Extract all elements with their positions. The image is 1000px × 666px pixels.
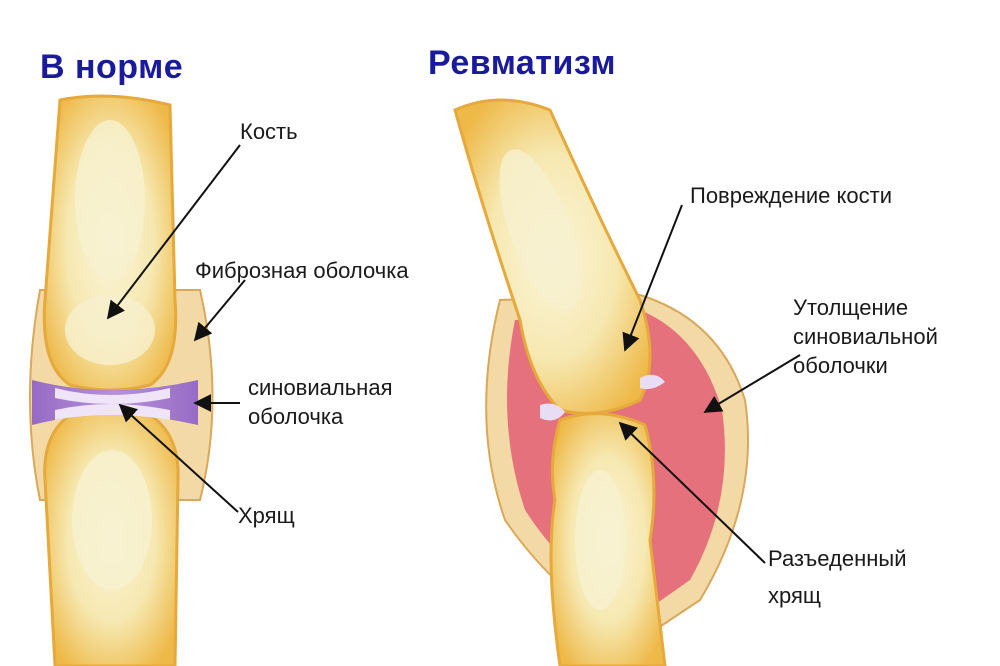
arrow-bone-damage — [622, 204, 683, 352]
label-synovial-1: синовиальная — [248, 375, 393, 400]
label-synovial-2: оболочка — [248, 404, 344, 429]
title-normal: В норме — [40, 48, 184, 86]
title-rheumatism: Ревматизм — [428, 44, 617, 82]
arrow-cartilage — [118, 403, 239, 513]
arrow-bone — [106, 144, 241, 320]
normal-joint — [29, 94, 214, 666]
arrow-eroded-cartilage — [618, 421, 766, 564]
label-thickening-3: оболочки — [793, 353, 888, 378]
label-thickening-2: синовиальной — [793, 324, 938, 349]
arrow-fibrous — [193, 279, 246, 342]
rheumatic-joint — [453, 98, 749, 666]
label-bone: Кость — [240, 119, 298, 144]
label-eroded-2: хрящ — [768, 583, 822, 608]
label-eroded-1: Разъеденный — [768, 546, 907, 571]
label-bone-damage: Повреждение кости — [690, 183, 893, 208]
arrow-synovial-thickening — [703, 354, 801, 413]
label-fibrous-capsule: Фиброзная оболочка — [195, 258, 409, 283]
label-cartilage: Хрящ — [238, 503, 295, 528]
label-thickening-1: Утолщение — [793, 295, 909, 320]
